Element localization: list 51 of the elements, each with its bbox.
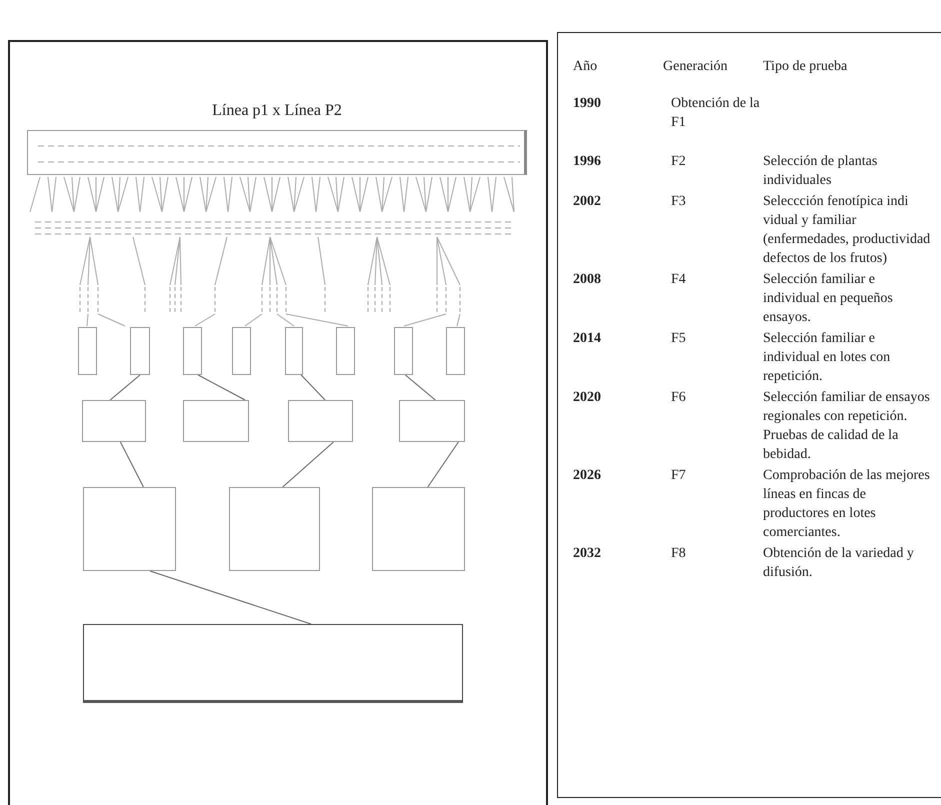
family-plot-box xyxy=(336,327,355,375)
generation-text: F6 xyxy=(670,389,686,407)
trial-plot-box xyxy=(183,400,249,442)
regional-trial-box xyxy=(372,487,465,571)
connector-line xyxy=(149,570,312,624)
family-plot-box xyxy=(183,327,202,375)
connector-line xyxy=(282,442,334,488)
year-text: 2020 xyxy=(573,389,601,407)
year-text: 2014 xyxy=(573,330,601,348)
column-heading: Año xyxy=(573,58,598,76)
connector-line xyxy=(300,374,326,400)
family-plot-box xyxy=(446,327,465,375)
connector-line xyxy=(404,374,436,400)
variety-box xyxy=(83,624,463,703)
year-text: 1996 xyxy=(573,153,601,171)
generation-text: F2 xyxy=(670,153,686,171)
cross-heading: Línea p1 x Línea P2 xyxy=(211,101,343,121)
family-plot-box xyxy=(78,327,97,375)
connector-line xyxy=(198,374,246,400)
connector-line xyxy=(110,374,140,400)
generation-text: F3 xyxy=(670,193,686,211)
family-plot-box xyxy=(285,327,303,375)
generation-text: F8 xyxy=(670,545,686,563)
year-text: 2026 xyxy=(573,467,601,485)
column-heading: Generación xyxy=(663,58,728,76)
test-description: Selección familiar e individual en pequeños ensayos. xyxy=(763,271,894,327)
regional-trial-box xyxy=(229,487,320,571)
test-description: Obtención de la variedad y difusión. xyxy=(763,545,915,582)
trial-plot-box xyxy=(288,400,353,442)
year-text: 1990 xyxy=(573,95,601,113)
trial-plot-box xyxy=(399,400,465,442)
test-description: Seleccción fenotípica indi vidual y familiar (enfermedades, productividad defectos de los frutos) xyxy=(763,193,931,268)
family-plot-box xyxy=(394,327,413,375)
test-description: Comprobación de las mejores líneas en fincas de productores en lotes comerciantes. xyxy=(763,467,931,542)
column-heading: Tipo de prueba xyxy=(763,58,848,76)
year-text: 2008 xyxy=(573,271,601,289)
year-text: 2002 xyxy=(573,193,601,211)
family-plot-box xyxy=(130,327,150,375)
generation-text: F7 xyxy=(670,467,686,485)
generation-text: F5 xyxy=(670,330,686,348)
regional-trial-box xyxy=(83,487,176,571)
trial-plot-box xyxy=(82,400,146,442)
generation-text: Obtención de la F1 xyxy=(670,95,761,132)
test-description: Selección familiar de ensayos regionales con repetición. Pruebas de calidad de la bebidad. xyxy=(763,389,931,464)
connector-line xyxy=(120,442,144,488)
test-description: Selección de plantas individuales xyxy=(763,153,878,190)
year-text: 2032 xyxy=(573,545,601,563)
generation-text: F4 xyxy=(670,271,686,289)
test-description: Selección familiar e individual en lotes con repetición. xyxy=(763,330,892,386)
family-plot-box xyxy=(232,327,251,375)
connector-line xyxy=(427,442,459,488)
